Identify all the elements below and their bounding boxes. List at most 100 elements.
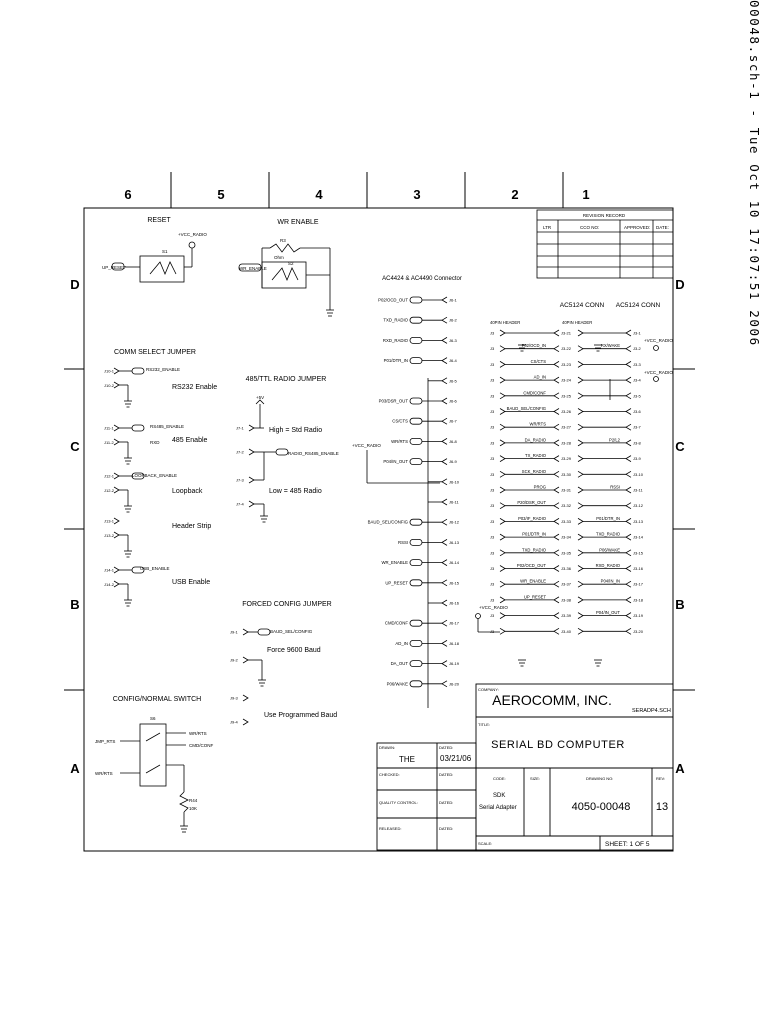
ac5124-right-arrow-8 [577, 455, 584, 462]
comm-jumper-4-arrow2 [113, 580, 120, 588]
reset-title: RESET [147, 217, 171, 224]
ac5124-left-net-6: WR/RTS [530, 422, 547, 427]
ac5124-left-net-3: AD_IN [534, 375, 546, 380]
ac4424-pin-arrow-18 [441, 660, 448, 667]
ac4424-pin-arrow-14 [441, 579, 448, 587]
released-label: RELEASED: [379, 826, 401, 831]
ac4424-pin-1: J6-2 [449, 318, 458, 323]
ac4424-port-19 [409, 680, 423, 688]
ac4424-net-19: P06/WAKE [387, 681, 408, 686]
reset-block [111, 241, 196, 283]
ac4424-pin-arrow-5 [441, 397, 448, 405]
quality-label: QUALITY CONTROL: [379, 800, 418, 805]
ac4424-vcc: +VCC_RADIO [352, 443, 381, 448]
ac5124-right-pin-17: J3-18 [633, 597, 644, 602]
column-label-2: 2 [511, 187, 518, 202]
ac5124-right-pin-13: J3-14 [633, 535, 644, 540]
forced-pin-arrow-1 [242, 656, 249, 664]
ac4424-pin-6: J6-7 [449, 419, 458, 424]
ac4424-port-6 [409, 417, 423, 425]
ac4424-port-7 [409, 437, 423, 445]
ac5124-right-pin-arrow-10 [625, 486, 632, 494]
ac5124-left-net-16: WR_ENABLE [520, 579, 546, 584]
ac5124-left-pin-arrow-10 [553, 486, 560, 494]
ac4424-pin-4: J6-5 [449, 378, 458, 383]
ac5124-right-arrow-10 [577, 486, 584, 494]
ac4424-pin-0: J6-1 [449, 298, 458, 303]
comm-jumper-1-pin1: J11-1 [104, 426, 114, 431]
comm-usb-label: USB Enable [172, 579, 210, 586]
ac5124-right-pin-arrow-7 [625, 439, 632, 447]
wr-switch-ref: S2 [288, 261, 294, 266]
ac5124-left-net-7: DA_RADIO [525, 437, 547, 442]
comm-rs232-label: RS232 Enable [172, 384, 217, 391]
ac4424-pin-3: J6-4 [449, 358, 458, 363]
ac5124-lefthdr-pin-4: J3 [490, 393, 495, 398]
ac5124-right-pin-arrow-17 [625, 596, 632, 604]
column-label-3: 3 [413, 187, 420, 202]
forced-pin-arrow-0 [242, 628, 249, 636]
ac5124-right-pin-8: J3-9 [633, 456, 642, 461]
company-name: AEROCOMM, INC. [492, 692, 612, 708]
ac4424-pin-16: J6-17 [449, 621, 460, 626]
ac4424-pin-14: J6-15 [449, 580, 460, 585]
revision-title: REVISION RECORD [583, 213, 626, 218]
ac5124-right-pin-5: J3-6 [633, 409, 642, 414]
size-label: SIZE: [530, 776, 540, 781]
ac5124-left-pin-arrow-14 [553, 549, 560, 557]
ac5124-left-pin-arrow-8 [553, 455, 560, 462]
ac5124-right-arrow-16 [577, 580, 584, 588]
forced-net: BAUD_SEL/CONFIG [270, 629, 313, 634]
ac5124-right-pin-0: J3-1 [633, 331, 642, 336]
ac5124-left-pin-17: J3-38 [561, 597, 572, 602]
ac5124-right-arrow-17 [577, 596, 584, 604]
radio-high-label: High = Std Radio [269, 427, 322, 434]
revision-col-ltr: LTR [543, 225, 552, 230]
radio-jumper-block: J7-1J7-2J7-3J7-4 [236, 399, 289, 523]
comm-jumper-3-pin1: J13-1 [104, 519, 115, 524]
ac5124-right-net-13: TXD_RADIO [596, 532, 621, 537]
ac4424-pin-arrow-4 [441, 377, 448, 385]
ac5124-lefthdr-pin-5: J3 [490, 409, 495, 414]
ac4424-net-17: AD_IN [395, 641, 408, 646]
radio-pin-arrow-0 [248, 424, 255, 432]
ac4424-net-18: DA_OUT [391, 661, 409, 666]
ac5124-left-pin-arrow-11 [553, 502, 560, 510]
code-line-2: Serial Adapter [479, 805, 517, 811]
ac4424-port-17 [409, 640, 423, 647]
ac4424-pin-arrow-15 [441, 599, 448, 607]
ac5124-vcc-2: +VCC_RADIO [644, 370, 673, 375]
comm-jumper-0-arrow1 [113, 367, 120, 375]
forced-programmed-label: Use Programmed Baud [264, 712, 337, 719]
ac5124-left-arrow-17 [499, 596, 506, 604]
ac5124-right-pin-arrow-11 [625, 502, 632, 510]
ac5124-right-pin-9: J3-10 [633, 472, 644, 477]
reset-switch-ref: S1 [162, 249, 168, 254]
ac4424-pin-arrow-19 [441, 680, 448, 688]
checked-label: CHECKED: [379, 772, 400, 777]
ac5124-right-pin-19: J3-20 [633, 629, 644, 634]
released-dated-label: DATED: [439, 826, 453, 831]
ac4424-pin-12: J6-13 [449, 540, 460, 545]
ac4424-net-2: RXD_RADIO [383, 338, 409, 343]
ac4424-net-5: P03/DSR_OUT [379, 399, 409, 404]
ac5124-right-arrow-0 [577, 329, 584, 337]
radio-pin-arrow-1 [248, 448, 255, 456]
comm-jumper-1-arrow2 [113, 438, 120, 446]
ac5124-lefthdr-pin-0: J3 [490, 331, 495, 336]
comm-jumper-3-pin2: J13-2 [104, 533, 115, 538]
ac5124-left-pin-14: J3-35 [561, 550, 572, 555]
ac5124-left-net-4: CMD/CONF [523, 390, 546, 395]
ac4424-pin-13: J6-14 [449, 560, 460, 565]
comm-header-strip-label: Header Strip [172, 523, 211, 530]
ac5124-left-arrow-12 [499, 518, 506, 525]
ac5124-lefthdr-pin-16: J3 [490, 582, 495, 587]
ac5124-right-pin-arrow-8 [625, 455, 632, 462]
radio-pin-arrow-3 [248, 500, 255, 508]
ac5124-left-pin-arrow-5 [553, 408, 560, 415]
ac4424-pin-arrow-10 [441, 498, 448, 506]
ac5124-right-arrow-9 [577, 470, 584, 478]
ac5124-right-pin-arrow-4 [625, 392, 632, 400]
ac5124-left-net-11: P20/DSR_OUT [517, 500, 546, 505]
